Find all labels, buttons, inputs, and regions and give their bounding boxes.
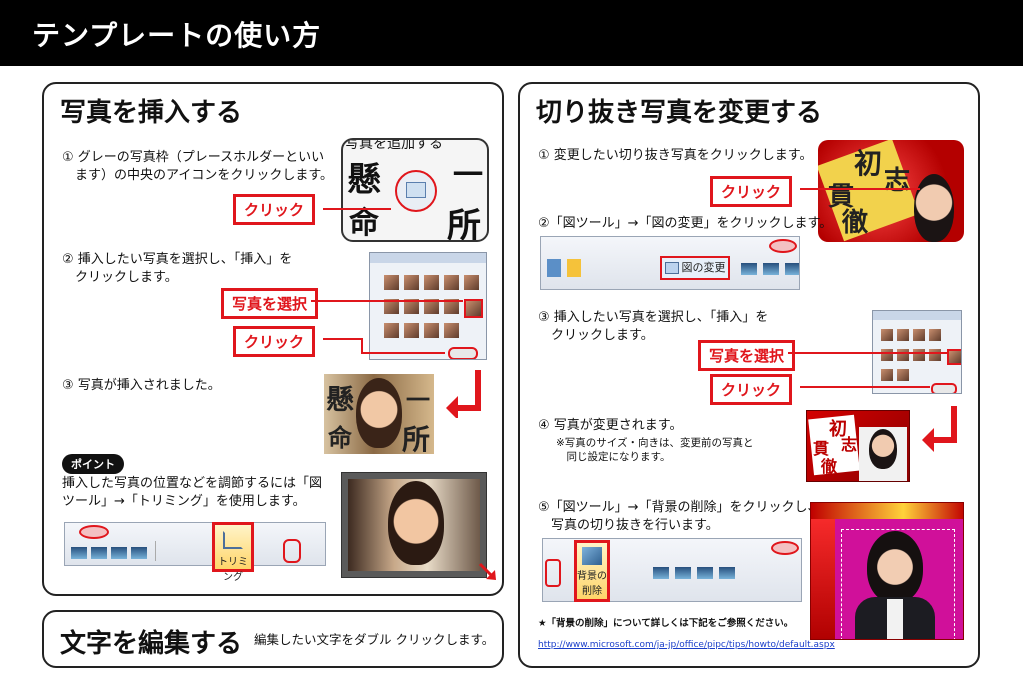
edit-text-panel: 文字を編集する 編集したい文字をダブル クリックします。 [42, 610, 504, 668]
cutout-photo-1: 初 志 貫 徹 [818, 140, 964, 242]
change-picture-button[interactable]: 図の変更 [660, 256, 730, 280]
r-step2-text: ②「図ツール」→「図の変更」をクリックします。 [538, 216, 833, 231]
callout-line-1 [323, 208, 391, 210]
callout-line-3b [361, 338, 363, 354]
trimming-label: トリミング [218, 557, 248, 583]
changed-photo: 初 志 貫 徹 [806, 410, 910, 482]
remove-bg-small-highlight [545, 559, 561, 587]
crop-icon [223, 531, 243, 549]
r-down-left-arrow-icon [920, 404, 964, 454]
r-callout-line-1 [800, 188, 920, 190]
change-picture-icon [664, 262, 679, 274]
woman-face [356, 378, 402, 448]
more-info-text: ★「背景の削除」について詳しくは下記をご参照ください。 [538, 618, 794, 629]
r-callout-line-2 [788, 352, 948, 354]
r-click-label-2: クリック [710, 374, 793, 405]
insert-dialog-screenshot [369, 252, 487, 360]
point-badge: ポイント [62, 454, 124, 474]
changed-kanji-kan: 貫 [813, 439, 830, 458]
r-click-label-1: クリック [710, 176, 793, 207]
point-text-line1: 挿入した写真の位置などを調節するには「図 [62, 476, 323, 491]
tool-tab-highlight-3 [771, 541, 799, 555]
seal-kanji-kan: 貫 [828, 182, 855, 212]
page-title: テンプレートの使い方 [32, 19, 322, 52]
photo-kanji-sho: 所 [402, 423, 431, 454]
point-text-line2: ツール」→「トリミング」を使用します。 [62, 494, 306, 509]
step3-text: ③ 写真が挿入されました。 [62, 378, 221, 393]
girl-face-3 [867, 531, 923, 603]
seal-kanji-sho: 初 [854, 147, 883, 180]
r-insert-button[interactable] [931, 383, 957, 393]
photo-kanji-ken: 懸 [326, 383, 355, 416]
step2-line2: クリックします。 [62, 270, 178, 285]
callout-line-2 [311, 300, 463, 302]
change-picture-label: 図の変更 [681, 261, 726, 274]
remove-background-icon [582, 547, 602, 565]
edit-text-title: 文字を編集する [60, 629, 243, 659]
remove-bg-label-1: 背景の [577, 571, 607, 582]
picture-placeholder-icon[interactable] [395, 170, 437, 212]
changed-kanji-sho: 初 [829, 419, 847, 440]
seal-kanji-tetsu: 徹 [842, 208, 869, 238]
photo-kanji-ichi: 一 [406, 385, 430, 414]
change-cutout-panel: 切り抜き写真を変更する ① 変更したい切り抜き写真をクリックします。 初 志 貫… [518, 82, 980, 668]
tool-tab-highlight [79, 525, 109, 539]
kanji-ichi: 一 [453, 158, 483, 193]
step1-line2: ます）の中央のアイコンをクリックします。 [62, 168, 334, 183]
kanji-mei: 命 [349, 206, 379, 241]
insert-button[interactable] [448, 347, 478, 359]
change-cutout-title: 切り抜き写真を変更する [536, 98, 823, 128]
r-step1-text: ① 変更したい切り抜き写真をクリックします。 [538, 148, 813, 163]
tool-tab-highlight-2 [769, 239, 797, 253]
r-step5-line2: 写真の切り抜きを行います。 [538, 518, 719, 533]
woman-face-large [388, 481, 444, 565]
girl-face-1 [914, 174, 954, 242]
callout-line-3c [361, 352, 445, 354]
photo-kanji-mei: 命 [328, 423, 352, 452]
step1-line1: ① グレーの写真枠（プレースホルダーといい [62, 150, 325, 165]
r-select-photo-label: 写真を選択 [698, 340, 796, 371]
click-label-2: クリック [233, 326, 316, 357]
kanji-sho: 所 [447, 206, 481, 242]
girl-face-2 [869, 429, 897, 469]
step2-line1: ② 挿入したい写真を選択し、「挿入」を [62, 252, 293, 267]
title-bar: テンプレートの使い方 [0, 0, 1023, 66]
kanji-ken: 懸 [347, 160, 381, 200]
click-label-1: クリック [233, 194, 316, 225]
r-step4-text: ④ 写真が変更されます。 [538, 418, 683, 433]
resize-arrow-icon [478, 562, 498, 582]
inserted-photo: 懸 命 一 所 [324, 374, 434, 454]
background-removal-photo [810, 502, 964, 640]
trimming-button[interactable]: トリミング [212, 522, 254, 583]
insert-photo-panel: 写真を挿入する ① グレーの写真枠（プレースホルダーといい ます）の中央のアイコ… [42, 82, 504, 596]
remove-bg-label-2: 削除 [582, 586, 602, 597]
insert-photo-title: 写真を挿入する [60, 98, 243, 128]
changed-kanji-tetsu: 徹 [821, 457, 838, 476]
edit-text-desc: 編集したい文字をダブル クリックします。 [254, 632, 495, 647]
placeholder-caption: 写真を追加する [345, 138, 443, 152]
select-photo-label-1: 写真を選択 [221, 288, 319, 319]
r-step3-line1: ③ 挿入したい写真を選択し、「挿入」を [538, 310, 769, 325]
r-callout-line-3 [800, 386, 930, 388]
r-step5-line1: ⑤「図ツール」→「背景の削除」をクリックし、 [538, 500, 821, 515]
microsoft-help-link[interactable]: http://www.microsoft.com/ja-jp/office/pi… [538, 640, 835, 650]
r-step3-line2: クリックします。 [538, 328, 654, 343]
seal-kanji-shi: 志 [884, 166, 911, 196]
r-note-line1: ※写真のサイズ・向きは、変更前の写真と [556, 437, 754, 449]
callout-line-3 [323, 338, 363, 340]
trimming-ribbon-screenshot [64, 522, 326, 566]
changed-kanji-shi: 志 [841, 435, 858, 454]
r-note-line2: 同じ設定になります。 [556, 451, 671, 463]
down-left-arrow-icon [444, 368, 488, 420]
crop-button-highlight [283, 539, 301, 563]
trimmed-photo [341, 472, 487, 578]
placeholder-frame-image: 写真を追加する 懸 命 一 所 [341, 138, 489, 242]
remove-background-button[interactable]: 背景の 削除 [574, 540, 610, 602]
